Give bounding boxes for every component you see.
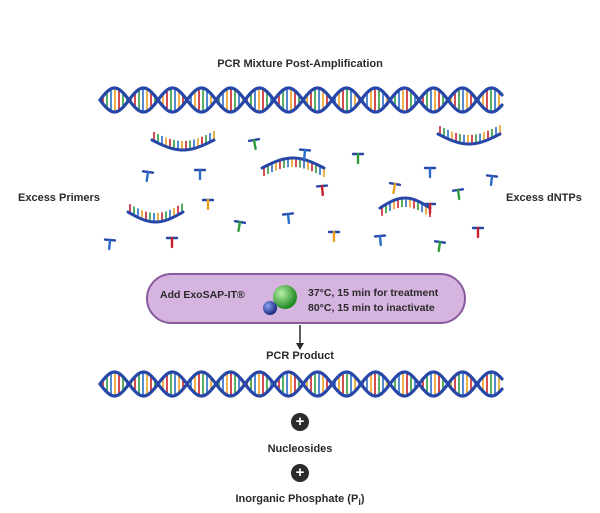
dntp-icon (433, 240, 447, 253)
primer-strand (260, 156, 326, 170)
pcr-product-label: PCR Product (266, 350, 334, 362)
excess-dntps-label: Excess dNTPs (506, 192, 582, 204)
dntp-icon (388, 181, 402, 195)
primer-strand (436, 132, 502, 146)
treatment-step-2: 80°C, 15 min to inactivate (308, 302, 435, 314)
dntp-icon (471, 226, 485, 239)
dntp-stem (252, 138, 257, 151)
dntp-icon (247, 137, 261, 151)
excess-primers-label: Excess Primers (18, 192, 100, 204)
helix-strand-front (98, 370, 504, 398)
dntp-stem (437, 240, 442, 253)
dntp-icon (281, 212, 295, 225)
phosphate-subscript: i (358, 497, 361, 508)
dntp-stem (489, 174, 494, 187)
helix-strand-back (98, 370, 504, 398)
dntp-icon (165, 236, 179, 249)
dntp-stem (378, 234, 382, 247)
dntp-icon (485, 174, 499, 187)
primer-strand (126, 210, 185, 224)
primer-strand (150, 138, 216, 152)
dntp-icon (103, 238, 117, 251)
treatment-step-1: 37°C, 15 min for treatment (308, 287, 439, 299)
nucleosides-label: Nucleosides (267, 443, 333, 455)
helix-strand-front (98, 86, 504, 114)
phosphate-close: ) (360, 493, 365, 505)
dntp-icon (373, 234, 387, 247)
plus-icon: + (291, 464, 309, 482)
dntp-icon (233, 219, 247, 233)
plus-icon: + (291, 413, 309, 431)
primer-fragments (126, 125, 502, 224)
phosphate-text: Inorganic Phosphate (P (235, 493, 359, 505)
dntp-icon (201, 198, 215, 211)
dntp-icon (423, 202, 437, 215)
dntp-stem (456, 188, 461, 201)
dntp-icon (193, 168, 207, 181)
treatment-box: Add ExoSAP-IT® 37°C, 15 min for treatmen… (146, 273, 466, 324)
dntp-icon (451, 188, 465, 201)
dna-helix-amplified (98, 86, 504, 114)
inorganic-phosphate-label: Inorganic Phosphate (Pi) (0, 493, 600, 507)
down-arrow-icon (296, 325, 304, 350)
dntp-icon (327, 230, 341, 243)
dntp-icons (103, 137, 499, 253)
helix-strand-back (98, 86, 504, 114)
dntp-stem (303, 148, 307, 161)
dntp-icon (141, 170, 155, 183)
dntp-icon (423, 166, 437, 179)
dntp-stem (392, 182, 397, 195)
dntp-stem (286, 212, 291, 225)
dntp-icon (315, 184, 329, 197)
primer-strand (378, 196, 432, 210)
dntp-stem (108, 238, 112, 251)
dna-helix-pcr-product (98, 370, 504, 398)
add-reagent-label: Add ExoSAP-IT® (160, 289, 245, 301)
dntp-icon (351, 152, 365, 165)
dntp-stem (237, 220, 242, 233)
diagram-title: PCR Mixture Post-Amplification (217, 58, 383, 70)
dntp-stem (145, 170, 150, 183)
enzyme-icon (263, 285, 297, 315)
dntp-icon (298, 148, 312, 161)
dntp-stem (320, 184, 324, 197)
